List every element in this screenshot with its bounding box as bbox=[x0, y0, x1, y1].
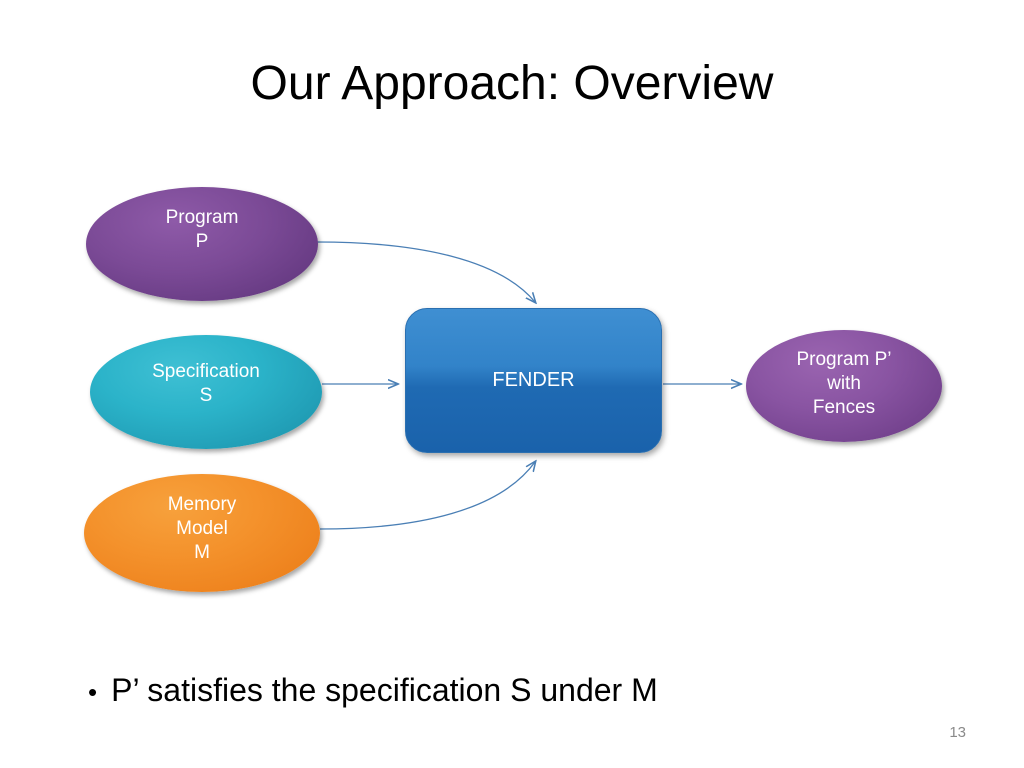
slide-number: 13 bbox=[949, 724, 966, 741]
diagram-node-specification-s-label: Specification S bbox=[152, 361, 260, 406]
edge-memory-model-to-fender bbox=[319, 462, 535, 530]
diagram-connectors bbox=[316, 241, 1024, 530]
diagram-node-program-p-fences: Program P’ with Fences bbox=[746, 330, 942, 442]
diagram-node-specification-s: Specification S bbox=[90, 335, 322, 449]
edge-program-p-to-fender bbox=[316, 241, 535, 302]
diagram-node-program-p-label: Program P bbox=[165, 207, 239, 252]
bullet-item: • P’ satisfies the specification S under… bbox=[88, 672, 658, 709]
diagram-node-program-p: Program P bbox=[86, 187, 318, 301]
diagram-node-fender-label: FENDER bbox=[492, 369, 575, 391]
bullet-text: P’ satisfies the specification S under M bbox=[111, 672, 658, 708]
diagram-node-memory-model-label: Memory Model M bbox=[167, 494, 237, 563]
approach-overview-diagram: Program P Specification S Memory Model M… bbox=[0, 150, 1024, 620]
diagram-node-fender: FENDER bbox=[405, 308, 662, 453]
bullet-marker: • bbox=[88, 677, 98, 707]
diagram-node-memory-model: Memory Model M bbox=[84, 474, 320, 592]
page-title: Our Approach: Overview bbox=[250, 57, 774, 110]
diagram-node-program-p-fences-label: Program P’ with Fences bbox=[796, 349, 892, 418]
